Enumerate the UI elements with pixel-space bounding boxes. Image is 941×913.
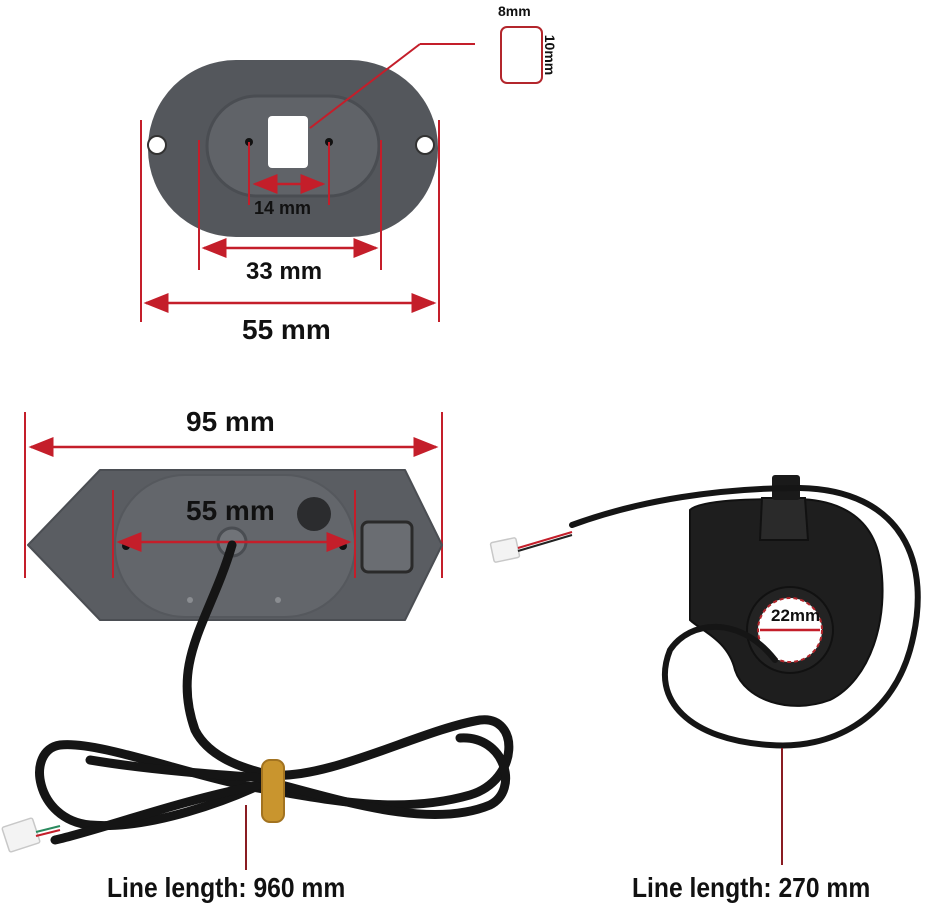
display-inner-width-label: 55 mm: [186, 495, 275, 526]
base-inner-width-label: 33 mm: [246, 258, 323, 285]
hole-spacing-label: 14 mm: [254, 198, 312, 218]
cutout-shape: [500, 26, 543, 84]
display-cable: [35, 540, 514, 845]
display-connector: [1, 817, 61, 853]
cutout-width-label: 8mm: [498, 3, 531, 19]
throttle-connector: [489, 531, 573, 563]
display-line-length-caption: Line length: 960 mm: [107, 872, 346, 903]
cable-tie: [261, 759, 285, 823]
bar-diameter-label: 22mm: [771, 606, 821, 625]
throttle-line-length-caption: Line length: 270 mm: [632, 872, 871, 903]
cutout-height-label: 10mm: [542, 34, 559, 76]
display-overall-width-label: 95 mm: [186, 406, 275, 437]
throttle-cable: [569, 484, 921, 749]
throttle-unit: [689, 475, 884, 707]
base-outer-width-label: 55 mm: [242, 314, 331, 345]
